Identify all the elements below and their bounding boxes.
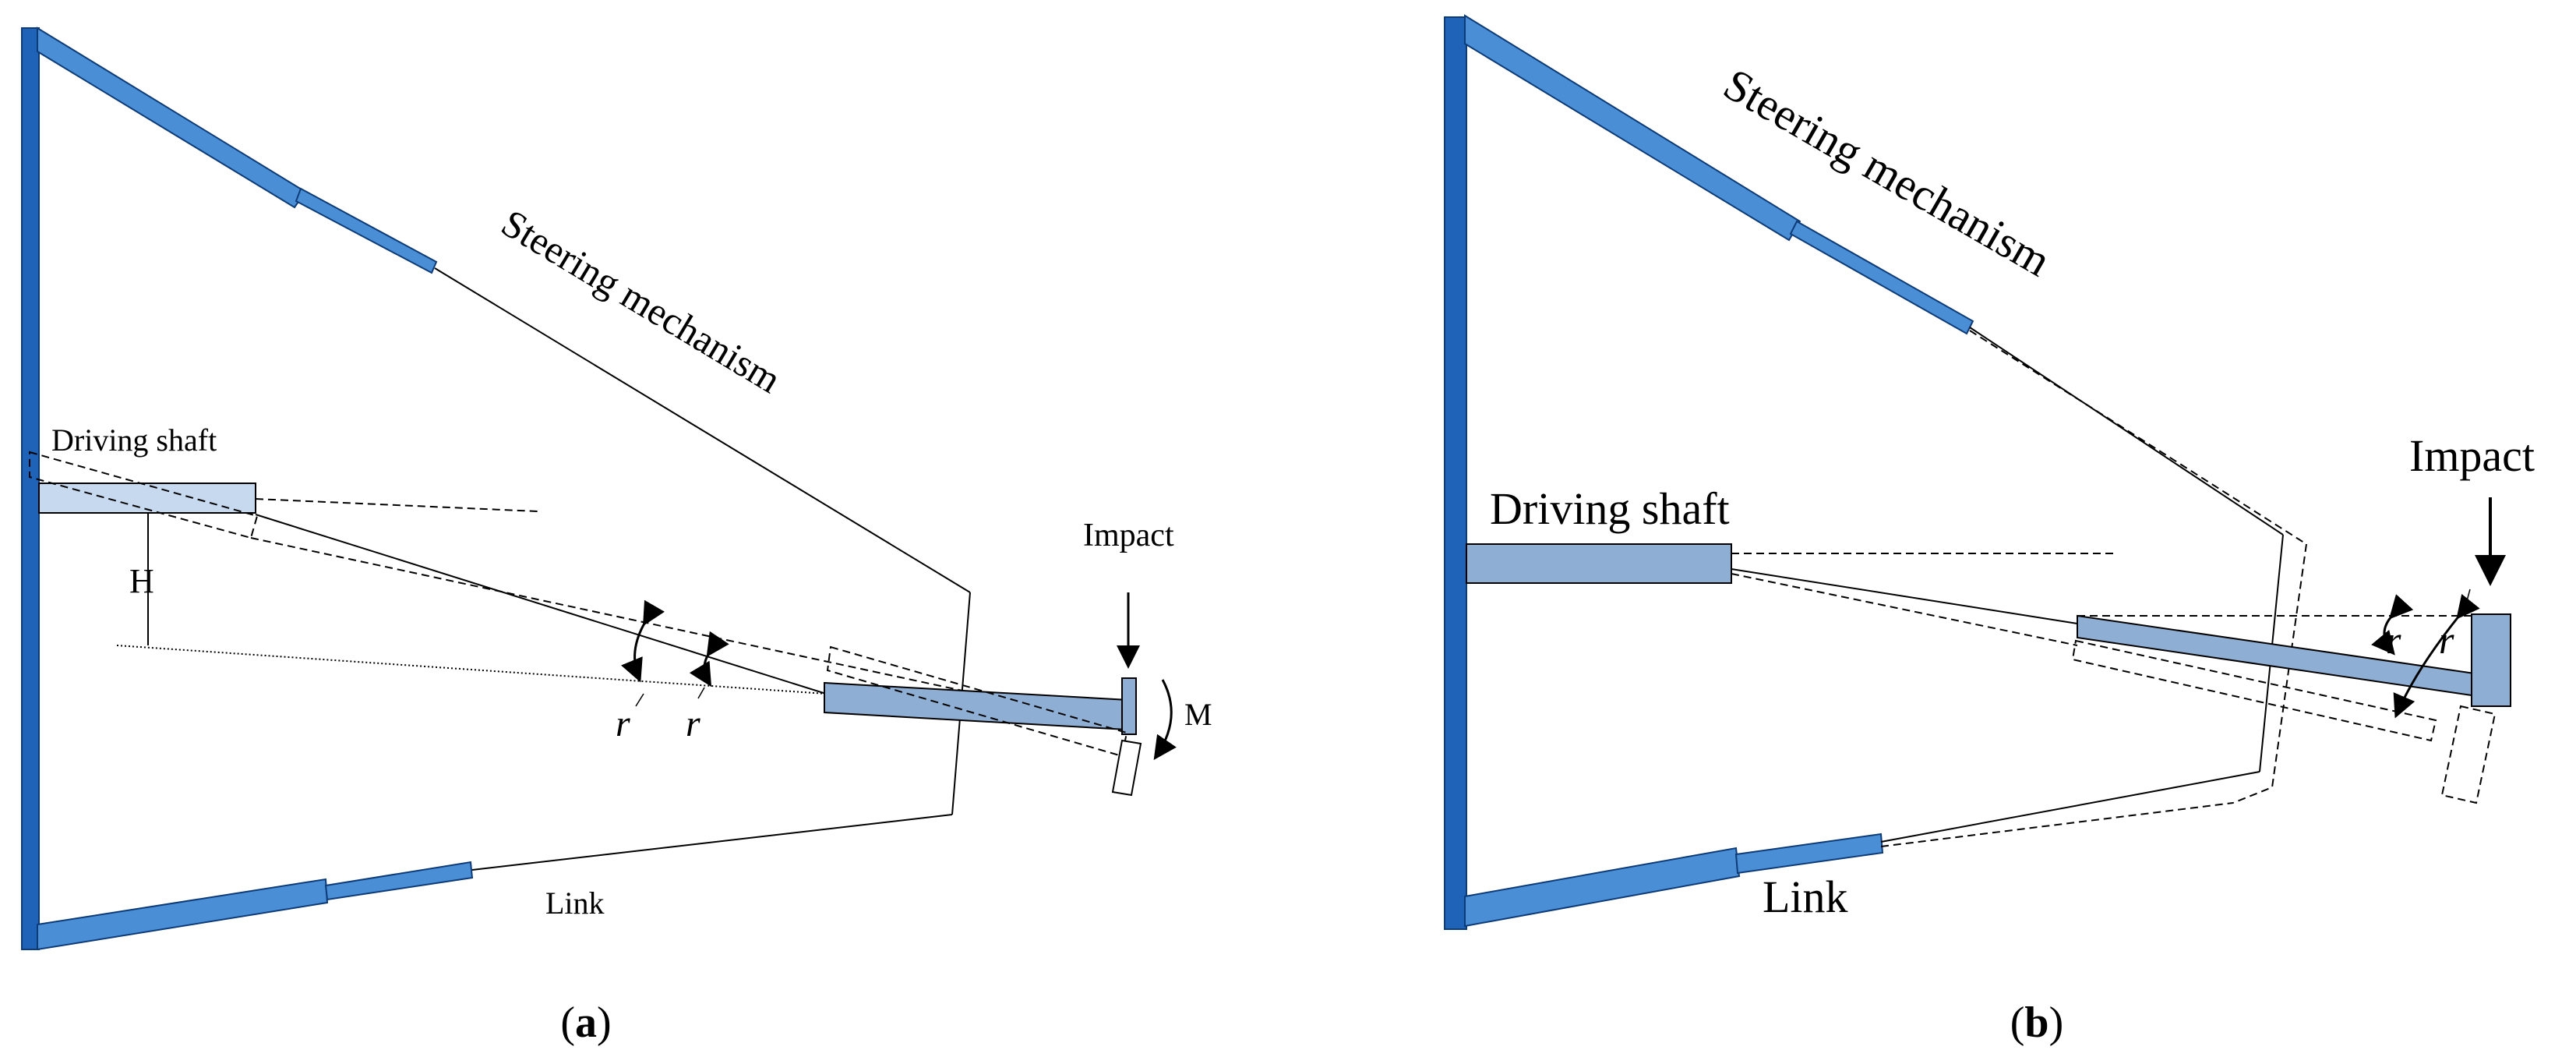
label-steering-mechanism-b: Steering mechanism	[1716, 58, 2059, 286]
frame-bar-a	[21, 27, 40, 950]
label-driving-shaft-a: Driving shaft	[51, 422, 217, 458]
label-h-a: H	[129, 562, 154, 600]
label-steering-mechanism-a: Steering mechanism	[494, 200, 789, 401]
bottom-arm-thin-a	[324, 861, 474, 901]
frame-bar-b	[1444, 16, 1467, 930]
label-r-right-b: r	[2439, 618, 2454, 662]
angle-arc-r-right-a	[689, 631, 729, 688]
bottom-arm-thick-b	[1464, 847, 1741, 928]
knuckle-dashed-b	[2232, 543, 2307, 804]
top-arm-thick-a	[37, 27, 307, 209]
impact-head-tilted-b	[2440, 705, 2497, 804]
label-driving-shaft-b: Driving shaft	[1490, 483, 1730, 534]
wheel-ref-dashed-b	[2077, 615, 2475, 624]
bottom-link-dashed-b	[1880, 802, 2234, 847]
bottom-arm-thin-b	[1734, 833, 1884, 875]
shaft-to-wheel-dashed-b	[1731, 573, 2078, 646]
caption-a: (a)	[560, 999, 611, 1047]
label-r-right-a: r	[686, 703, 700, 744]
label-impact-a: Impact	[1083, 518, 1174, 553]
label-link-b: Link	[1763, 871, 1848, 922]
shaft-to-wheel-line-a	[255, 514, 827, 695]
wheel-shaft-b	[2077, 614, 2476, 697]
shaft-to-wheel-line-b	[1731, 568, 2078, 624]
top-arm-thick-b	[1464, 14, 1801, 242]
angle-arc-r-left-b	[2371, 594, 2414, 656]
steering-link-line-a	[434, 267, 971, 593]
r-tick-left-a	[635, 693, 644, 707]
impact-head-b	[2471, 613, 2511, 707]
bottom-link-line-b	[1880, 771, 2260, 843]
driving-shaft-a	[38, 483, 256, 514]
label-r-left-b: r	[2386, 618, 2401, 662]
r-tick-right-a	[697, 687, 705, 699]
impact-head-tilted-a	[1111, 739, 1142, 797]
top-arm-thin-a	[295, 187, 438, 274]
label-impact-b: Impact	[2409, 430, 2535, 481]
moment-arrow-a	[1153, 679, 1177, 760]
impact-head-a	[1121, 677, 1137, 735]
bottom-arm-thick-a	[37, 878, 329, 951]
panel-a: Steering mechanism Driving shaft H r r I…	[21, 27, 1212, 1047]
r-tick-b	[2465, 589, 2471, 607]
steering-link-line-b	[1969, 327, 2284, 536]
h-base-line-a	[116, 645, 827, 695]
shaft-axis-dashed-a	[255, 498, 538, 512]
wheel-shaft-dashed-a	[826, 645, 1128, 758]
label-m-a: M	[1184, 697, 1212, 732]
steering-link-dashed-b	[1969, 330, 2307, 545]
driving-shaft-b	[1466, 543, 1732, 584]
bottom-link-line-a	[471, 814, 953, 871]
angle-arc-r-left-a	[620, 599, 665, 683]
angle-arc-r-right-b	[2393, 593, 2480, 719]
top-arm-thin-b	[1789, 220, 1974, 335]
label-link-a: Link	[545, 886, 605, 921]
wheel-shaft-dashed-b	[2071, 639, 2437, 742]
panel-b: Steering mechanism Driving shaft r r Imp…	[1444, 14, 2535, 1047]
label-r-left-a: r	[616, 703, 630, 744]
caption-b: (b)	[2010, 999, 2063, 1047]
